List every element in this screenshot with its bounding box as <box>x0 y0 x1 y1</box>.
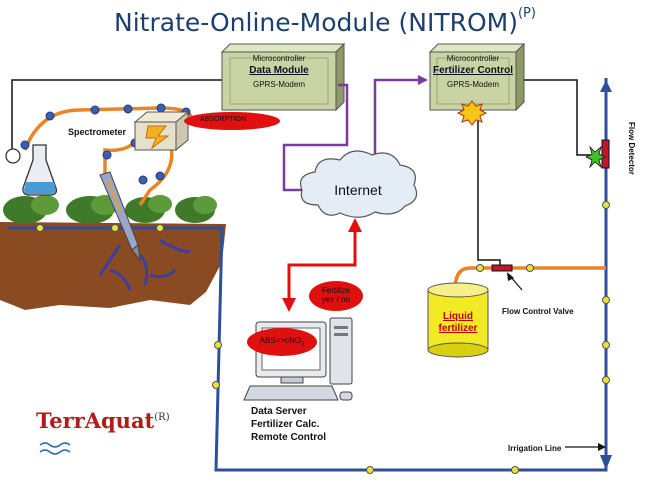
fertilizer-control-top: Microcontroller <box>446 54 500 63</box>
red-arrow-down <box>282 298 296 312</box>
wire-flow-detector <box>522 79 592 156</box>
flow-detector-label: Flow Detector <box>627 122 636 175</box>
spectrometer-label: Spectrometer <box>68 127 127 137</box>
irrigation-line <box>8 78 608 472</box>
purple-link-right <box>373 78 420 180</box>
flow-detector-signal <box>585 145 606 169</box>
logo-waves <box>39 442 71 455</box>
fertilize-line-2: yes / no <box>321 295 350 304</box>
purple-link-left <box>282 83 349 192</box>
data-module-box <box>220 42 346 112</box>
pump <box>5 148 21 164</box>
irrigation-drippers <box>36 201 610 474</box>
internet-cloud <box>299 150 418 218</box>
wire-data-module <box>11 79 222 150</box>
absorption-bubble <box>184 112 280 130</box>
title-mark: (P) <box>517 6 536 21</box>
data-module-label: Microcontroller Data Module GPRS-Modem <box>222 54 336 89</box>
valve-pointer-head <box>507 272 514 281</box>
fertilizer-control-name: Fertilizer Control <box>432 65 513 76</box>
data-module-sub: GPRS-Modem <box>252 80 305 89</box>
terraquat-logo: TerrAquat(R) <box>36 408 170 433</box>
roots <box>98 238 191 291</box>
liquid-line-1: Liquid <box>443 311 473 322</box>
fertilizer-control-box <box>428 42 526 112</box>
server-line-2: Fertilizer Calc. <box>251 419 320 430</box>
server-label: Data Server Fertilizer Calc. Remote Cont… <box>251 405 326 444</box>
logo-text: TerrAquat <box>36 408 155 433</box>
liquid-line-2: fertilizer <box>438 323 478 334</box>
server-line-3: Remote Control <box>251 432 326 443</box>
abs-label: ABS=>cNO3 <box>259 336 305 348</box>
fertilize-line-1: Fertilize <box>321 286 350 295</box>
internet-label: Internet <box>334 182 382 198</box>
soil-probe <box>99 171 141 262</box>
fertilizer-pipe-joints <box>476 264 534 272</box>
lettuce-plants <box>3 195 217 224</box>
irrigation-arrowhead <box>598 443 606 451</box>
red-link <box>287 228 357 300</box>
title-text: Nitrate-Online-Module (NITROM) <box>114 8 518 37</box>
flow-detector <box>601 139 610 169</box>
page-title: Nitrate-Online-Module (NITROM)(P) <box>0 6 650 37</box>
fertilize-label: Fertilize yes / no <box>312 286 360 304</box>
irrigation-arrows <box>600 80 612 470</box>
liquid-fertilizer-label: Liquid fertilizer <box>428 311 488 335</box>
logo-mark: (R) <box>154 412 170 423</box>
fertilize-bubble <box>309 281 363 311</box>
flask-liquid <box>24 182 56 194</box>
spectrometer-box <box>133 110 190 152</box>
control-signal-star <box>456 100 488 126</box>
absorption-label: ABSORPTION <box>200 116 246 123</box>
fertilizer-control-label: Microcontroller Fertilizer Control GPRS-… <box>430 54 516 89</box>
data-module-name: Data Module <box>249 65 309 76</box>
server-line-1: Data Server <box>251 406 307 417</box>
data-module-top: Microcontroller <box>252 54 306 63</box>
fertilizer-control-sub: GPRS-Modem <box>446 80 499 89</box>
soil <box>0 222 226 310</box>
flow-control-valve <box>491 264 513 272</box>
irrigation-line-label: Irrigation Line <box>508 444 562 453</box>
wire-valve <box>477 110 501 268</box>
flow-control-valve-label: Flow Control Valve <box>502 307 574 316</box>
purple-arrow-right <box>418 75 428 85</box>
red-arrow-up <box>348 218 362 232</box>
liquid-fertilizer-tank <box>427 282 489 358</box>
abs-bubble <box>247 328 317 356</box>
